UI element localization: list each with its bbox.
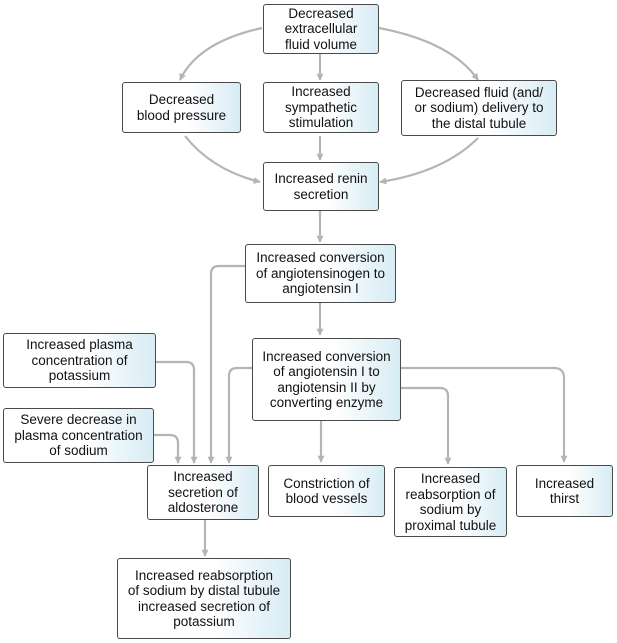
arrow-ecf-to-bp bbox=[179, 26, 263, 81]
arrow-fluid-to-renin bbox=[379, 137, 479, 185]
arrow-sodium-to-aldo bbox=[154, 433, 182, 464]
node-increased-aldosterone-secretion: Increased secretion of aldosterone bbox=[147, 465, 259, 520]
node-decreased-ecf-volume: Decreased extracellular fluid volume bbox=[263, 4, 379, 54]
node-increased-renin-secretion: Increased renin secretion bbox=[263, 162, 379, 211]
node-sodium-reabsorption-proximal: Increased reabsorption of sodium by prox… bbox=[394, 467, 507, 537]
arrow-potassium-to-aldo bbox=[156, 360, 198, 464]
arrow-bp-to-renin bbox=[184, 135, 261, 184]
arrow-conv2-to-reabs-prox bbox=[401, 386, 452, 465]
node-increased-plasma-potassium: Increased plasma concentration of potass… bbox=[3, 333, 156, 388]
node-angiotensin-ii-conversion-label: Increased conversion of angiotensin I to… bbox=[262, 348, 391, 411]
node-severe-decrease-sodium-label: Severe decrease in plasma concentration … bbox=[14, 412, 143, 459]
node-increased-thirst: Increased thirst bbox=[516, 465, 613, 517]
node-increased-sympathetic-stimulation: Increased sympathetic stimulation bbox=[263, 82, 379, 133]
node-decreased-blood-pressure: Decreased blood pressure bbox=[122, 82, 241, 133]
node-increased-aldosterone-secretion-label: Increased secretion of aldosterone bbox=[167, 469, 239, 516]
node-decreased-fluid-delivery-label: Decreased fluid (and/ or sodium) deliver… bbox=[414, 84, 544, 131]
node-increased-plasma-potassium-label: Increased plasma concentration of potass… bbox=[26, 337, 133, 384]
node-decreased-blood-pressure-label: Decreased blood pressure bbox=[136, 92, 227, 123]
arrow-conv2-to-thirst bbox=[401, 366, 568, 463]
node-increased-renin-secretion-label: Increased renin secretion bbox=[274, 171, 368, 202]
node-increased-sympathetic-stimulation-label: Increased sympathetic stimulation bbox=[284, 84, 358, 131]
arrow-ecf-to-fluid bbox=[378, 26, 479, 81]
node-distal-reabsorption-potassium-secretion-label: Increased reabsorption of sodium by dist… bbox=[127, 567, 281, 630]
node-decreased-ecf-volume-label: Decreased extracellular fluid volume bbox=[284, 5, 358, 52]
node-constriction-blood-vessels: Constriction of blood vessels bbox=[268, 465, 385, 517]
arrow-conv2-to-aldo bbox=[225, 366, 252, 464]
node-decreased-fluid-delivery: Decreased fluid (and/ or sodium) deliver… bbox=[401, 80, 557, 136]
node-angiotensinogen-conversion: Increased conversion of angiotensinogen … bbox=[245, 244, 396, 303]
node-angiotensin-ii-conversion: Increased conversion of angiotensin I to… bbox=[252, 338, 401, 421]
arrow-conv1-to-aldo bbox=[207, 264, 245, 464]
node-severe-decrease-sodium: Severe decrease in plasma concentration … bbox=[3, 408, 154, 463]
node-increased-thirst-label: Increased thirst bbox=[534, 475, 595, 507]
node-angiotensinogen-conversion-label: Increased conversion of angiotensinogen … bbox=[255, 250, 386, 297]
node-sodium-reabsorption-proximal-label: Increased reabsorption of sodium by prox… bbox=[404, 471, 497, 533]
node-constriction-blood-vessels-label: Constriction of blood vessels bbox=[283, 475, 370, 507]
node-distal-reabsorption-potassium-secretion: Increased reabsorption of sodium by dist… bbox=[117, 558, 291, 639]
